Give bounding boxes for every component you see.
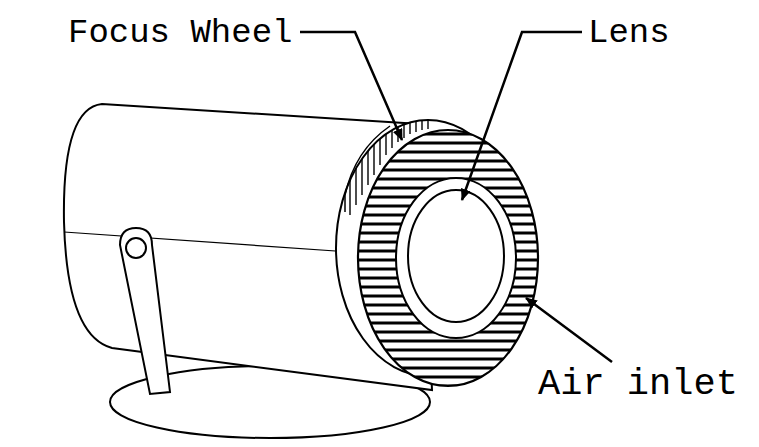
body-seam (64, 232, 350, 252)
lens (408, 190, 504, 322)
grille-slat (350, 358, 545, 361)
leader-line (462, 32, 582, 200)
grille-slat (350, 385, 545, 388)
part-label: Air inlet (536, 366, 740, 403)
leader-line (300, 32, 402, 140)
grille-slat (350, 133, 545, 136)
pivot (126, 238, 146, 258)
front-face (358, 130, 538, 386)
air-inlet-grille (350, 134, 545, 386)
grille-slat (350, 367, 545, 370)
grille-slat (350, 349, 545, 352)
grille-slat (350, 151, 545, 154)
grille-slat (350, 376, 545, 379)
grille-slat (350, 340, 545, 343)
grille-slat (350, 142, 545, 145)
grille-slat (350, 160, 545, 163)
lens-ring (396, 178, 516, 338)
stand-arm (120, 228, 170, 394)
part-label: Focus Wheel (66, 16, 294, 50)
leader-line (526, 298, 612, 362)
part-label: Lens (586, 16, 672, 50)
grille-slat (350, 169, 545, 172)
